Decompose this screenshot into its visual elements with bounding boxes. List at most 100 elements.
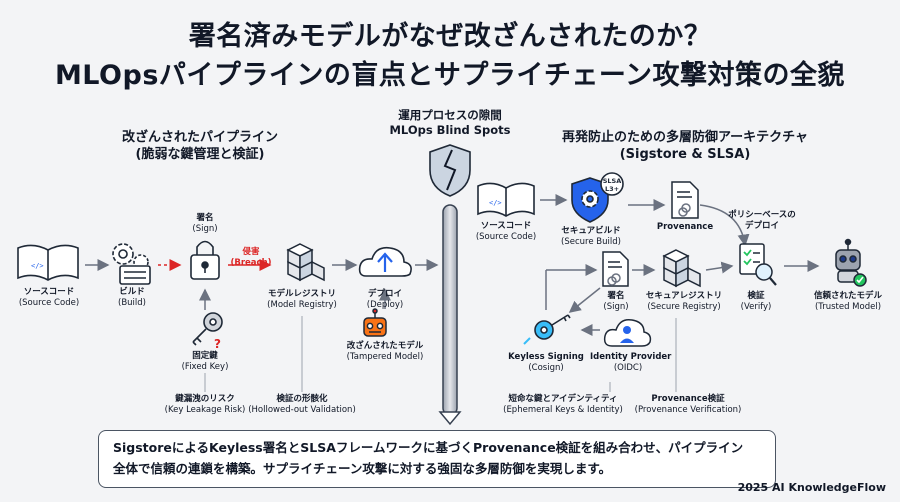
callout-line1: SigstoreによるKeyless署名とSLSAフレームワークに基づくProv… [113, 440, 744, 455]
policy-deploy-label: ポリシーベースの デプロイ [722, 210, 802, 232]
provenance-label-text: Provenance [656, 222, 714, 232]
left-build-gears-icon [112, 243, 151, 285]
svg-text:</>: </> [31, 262, 44, 270]
key-leak-risk-label-jp: 鍵漏洩のリスク [175, 394, 235, 404]
fixed-key-icon: ? [192, 312, 223, 351]
right-source-code-label: ソースコード (Source Code) [470, 221, 542, 243]
keyless-signing-key-icon [523, 314, 571, 345]
ephemeral-keys-label-en: (Ephemeral Keys & Identity) [503, 405, 623, 415]
tampered-model-label: 改ざんされたモデル (Tampered Model) [340, 341, 430, 363]
arrow-provenance-to-verify [699, 204, 750, 247]
fixed-key-label-en: (Fixed Key) [181, 362, 229, 372]
provenance-verification-label: Provenance検証 (Provenance Verification) [628, 394, 748, 416]
identity-provider-label-main: Identity Provider [590, 352, 672, 362]
trusted-model-label: 信頼されたモデル (Trusted Model) [806, 291, 890, 313]
center-heading-line1: 運用プロセスの隙間 [398, 108, 502, 122]
secure-registry-label-jp: セキュアレジストリ [645, 291, 723, 301]
secure-registry-label-en: (Secure Registry) [647, 302, 721, 312]
right-sign-document-icon [602, 251, 629, 287]
arrow-sign-to-keyless [568, 287, 601, 313]
model-registry-label-en: (Model Registry) [267, 300, 337, 310]
deploy-label: デプロイ (Deploy) [355, 289, 415, 311]
left-section-heading: 改ざんされたパイプライン (脆弱な鍵管理と検証) [60, 129, 340, 163]
left-source-label-jp: ソースコード [23, 287, 75, 297]
secure-build-shield-gear-icon [571, 172, 624, 223]
policy-deploy-label-2: デプロイ [744, 221, 779, 231]
left-model-registry-cubes-icon [286, 243, 325, 282]
ephemeral-keys-label: 短命な鍵とアイデンティティ (Ephemeral Keys & Identity… [500, 394, 626, 416]
left-heading-line2: (脆弱な鍵管理と検証) [135, 147, 265, 162]
key-leak-risk-label-en: (Key Leakage Risk) [164, 405, 246, 415]
secure-build-label-en: (Secure Build) [561, 237, 621, 247]
model-registry-label-jp: モデルレジストリ [267, 289, 336, 299]
left-source-code-icon: </> [17, 244, 79, 281]
left-sign-label-en: (Sign) [192, 224, 218, 234]
keyless-signing-label-main: Keyless Signing [508, 352, 584, 362]
fixed-key-label-jp: 固定鍵 [192, 351, 218, 361]
tampered-model-label-jp: 改ざんされたモデル [346, 341, 424, 351]
breach-label-en: (Breach) [230, 258, 272, 268]
left-build-label-en: (Build) [118, 298, 146, 308]
callout-line2: 全体で信頼の連鎖を構築。サプライチェーン攻撃に対する強固な多層防御を実現します。 [113, 461, 612, 476]
left-deploy-cloud-icon [358, 246, 412, 277]
identity-provider-label-sub: (OIDC) [613, 363, 643, 373]
identity-provider-cloud-icon [603, 318, 652, 347]
cracked-shield-icon [429, 144, 471, 197]
model-registry-label: モデルレジストリ (Model Registry) [260, 289, 344, 311]
arrow-registry-to-verify [705, 261, 734, 274]
keyless-signing-label-sub: (Cosign) [528, 363, 564, 373]
verify-label: 検証 (Verify) [736, 291, 776, 313]
tampered-model-robot-icon [363, 308, 387, 337]
trusted-model-label-jp: 信頼されたモデル [813, 291, 882, 301]
summary-callout-box: SigstoreによるKeyless署名とSLSAフレームワークに基づくProv… [98, 430, 776, 488]
policy-deploy-label-1: ポリシーベースの [728, 210, 796, 220]
right-heading-line1: 再発防止のための多層防御アーキテクチャ [561, 130, 809, 145]
identity-provider-label: Identity Provider (OIDC) [590, 352, 671, 374]
slsa-badge-text-1: SLSA [603, 177, 622, 185]
breach-label: 侵害 (Breach) [226, 247, 276, 269]
verify-label-jp: 検証 [747, 291, 765, 301]
page-title-line2: MLOpsパイプラインの盲点とサプライチェーン攻撃対策の全貌 [54, 60, 846, 91]
hollow-validation-label: 検証の形骸化 (Hollowed-out Validation) [246, 394, 358, 416]
right-sign-label-jp: 署名 [607, 291, 625, 301]
left-build-label-jp: ビルド [119, 287, 145, 297]
fixed-key-label: 固定鍵 (Fixed Key) [180, 351, 230, 373]
provenance-verification-label-en: (Provenance Verification) [634, 405, 742, 415]
credit-text: 2025 AI KnowledgeFlow [737, 481, 886, 494]
left-source-label-en: (Source Code) [18, 298, 80, 308]
left-sign-label-jp: 署名 [196, 213, 214, 223]
verify-magnifier-checklist-icon [739, 243, 777, 286]
secure-build-label-jp: セキュアビルド [561, 226, 621, 236]
secure-build-label: セキュアビルド (Secure Build) [556, 226, 626, 248]
center-section-heading: 運用プロセスの隙間 MLOps Blind Spots [370, 108, 530, 138]
left-build-label: ビルド (Build) [102, 287, 162, 309]
hollow-validation-label-en: (Hollowed-out Validation) [248, 405, 356, 415]
callout-pointer [438, 411, 462, 426]
left-sign-padlock-icon [190, 240, 220, 280]
right-source-code-icon: </> [477, 182, 535, 217]
trusted-model-robot-icon [835, 238, 867, 287]
svg-text:?: ? [214, 337, 221, 351]
deploy-label-en: (Deploy) [366, 300, 404, 310]
provenance-document-icon [671, 181, 699, 219]
trusted-model-label-en: (Trusted Model) [814, 302, 882, 312]
keyless-signing-label: Keyless Signing (Cosign) [508, 352, 584, 374]
right-section-heading: 再発防止のための多層防御アーキテクチャ (Sigstore & SLSA) [505, 129, 865, 163]
right-source-label-jp: ソースコード [480, 221, 532, 231]
provenance-label: Provenance [655, 222, 715, 233]
secure-registry-cubes-icon [662, 249, 701, 288]
right-sign-label: 署名 (Sign) [594, 291, 638, 313]
secure-registry-label: セキュアレジストリ (Secure Registry) [643, 291, 725, 313]
provenance-verification-label-jp: Provenance検証 [651, 394, 725, 404]
ephemeral-keys-label-jp: 短命な鍵とアイデンティティ [508, 394, 618, 404]
verify-label-en: (Verify) [740, 302, 772, 312]
hollow-validation-label-jp: 検証の形骸化 [276, 394, 328, 404]
slsa-badge-text-2: L3+ [605, 185, 619, 193]
page-title-line1: 署名済みモデルがなぜ改ざんされたのか？ [188, 21, 712, 52]
key-leak-risk-label: 鍵漏洩のリスク (Key Leakage Risk) [155, 394, 255, 416]
right-source-label-en: (Source Code) [475, 232, 537, 242]
right-heading-line2: (Sigstore & SLSA) [619, 147, 751, 162]
svg-text:</>: </> [489, 199, 502, 207]
